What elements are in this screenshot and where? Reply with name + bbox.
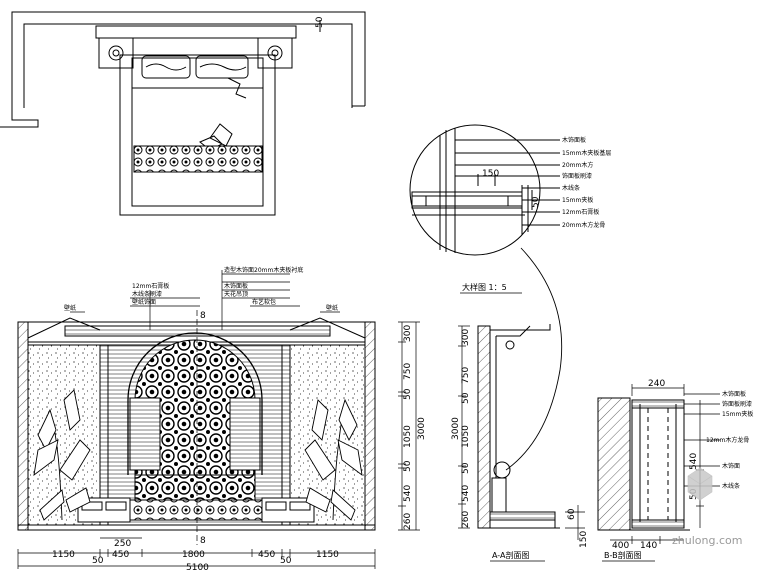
sec-a-dim-150: 150 (579, 531, 589, 548)
sec-b-note: 木线条 (722, 482, 740, 490)
elev-dim-h: 450 (258, 550, 275, 560)
sec-a-dim: 260 (461, 511, 471, 528)
watermark-text: zhulong.com (672, 534, 742, 547)
elev-dim-v: 260 (403, 513, 413, 530)
sec-a-total: 3000 (451, 417, 461, 440)
elev-dim-250: 250 (114, 539, 131, 549)
sec-a-dim: 300 (461, 329, 471, 346)
sec-b-dim-v: 540 (689, 453, 699, 470)
detail-note: 20mm木方龙骨 (562, 221, 605, 229)
elev-dim-h: 1150 (52, 550, 75, 560)
elev-right-dimline (398, 321, 420, 531)
elev-dim-h: 1150 (316, 550, 339, 560)
sec-a-title: A-A剖面图 (492, 550, 529, 560)
detail-note: 12mm石膏板 (562, 208, 599, 216)
elev-dim-h: 1800 (182, 550, 205, 560)
section-mark-bottom: 8 (200, 536, 206, 546)
elev-note: 12mm石膏板 (132, 282, 169, 290)
elev-dim-h: 50 (280, 556, 292, 566)
sec-a-dim: 50 (461, 462, 471, 474)
sec-b-note: 饰面板刷漆 (722, 400, 752, 408)
sec-a-dim-60: 60 (567, 508, 577, 520)
section-a (458, 324, 585, 540)
elev-dim-v: 540 (403, 485, 413, 502)
detail-view (409, 124, 563, 471)
sec-b-note: 15mm夹板 (722, 410, 753, 418)
sec-b-note: 12mm木方龙骨 (706, 436, 749, 444)
sec-b-note: 木饰面 (722, 462, 740, 470)
elev-dim-v: 1050 (403, 425, 413, 448)
elev-note: 布艺软包 (252, 298, 276, 306)
elev-dim-v: 50 (403, 388, 413, 400)
elev-dim-v: 300 (403, 325, 413, 342)
section-b (597, 384, 720, 544)
plant-left (33, 389, 91, 521)
elevation-leaders (70, 270, 340, 330)
sec-b-title: B-B剖面图 (604, 550, 642, 560)
sec-b-dim-h: 140 (640, 541, 657, 551)
detail-note: 15mm夹板 (562, 196, 593, 204)
section-mark-top: 8 (200, 311, 206, 321)
sec-b-dim-h: 400 (612, 541, 629, 551)
detail-dim-50: 50 (531, 196, 541, 208)
detail-note: 15mm木夹板基层 (562, 149, 611, 157)
plant-right (304, 398, 363, 521)
elev-dim-v: 50 (403, 460, 413, 472)
detail-notes: 木饰面板 15mm木夹板基层 20mm木方 饰面板刷漆 木线条 15mm夹板 1… (562, 136, 611, 229)
detail-dim-150: 150 (482, 169, 499, 179)
detail-note: 20mm木方 (562, 161, 593, 169)
elev-dim-h: 450 (112, 550, 129, 560)
sec-b-dim-240: 240 (648, 379, 665, 389)
elev-note: 木线条刷漆 (132, 290, 162, 298)
elev-right-note: 壁纸 (326, 304, 338, 312)
elev-note: 天花吊顶 (224, 290, 248, 298)
elev-dim-total-h: 5100 (186, 563, 209, 570)
elev-left-note: 壁纸 (64, 304, 76, 312)
sec-a-dim: 540 (461, 485, 471, 502)
elev-dim-v: 750 (403, 363, 413, 380)
elev-note: 木饰面板 (224, 282, 248, 290)
watermark-logo (687, 467, 713, 501)
bed-plan-view (0, 11, 366, 216)
sec-a-dim: 1050 (461, 425, 471, 448)
detail-note: 饰面板刷漆 (562, 172, 592, 180)
detail-note: 木线条 (562, 184, 580, 192)
elev-note: 壁纸饰面 (132, 298, 156, 306)
sec-a-dim: 750 (461, 367, 471, 384)
sec-a-dim: 50 (461, 392, 471, 404)
elev-note: 造型木饰面20mm木夹板衬底 (224, 266, 303, 274)
plan-dim-50: 50 (315, 16, 325, 28)
detail-note: 木饰面板 (562, 136, 586, 144)
elev-dim-h: 50 (92, 556, 104, 566)
elev-bottom-dimline (17, 537, 376, 569)
detail-title: 大样图 1：5 (462, 282, 507, 292)
sec-b-note: 木饰面板 (722, 390, 746, 398)
elev-dim-total: 3000 (417, 417, 427, 440)
